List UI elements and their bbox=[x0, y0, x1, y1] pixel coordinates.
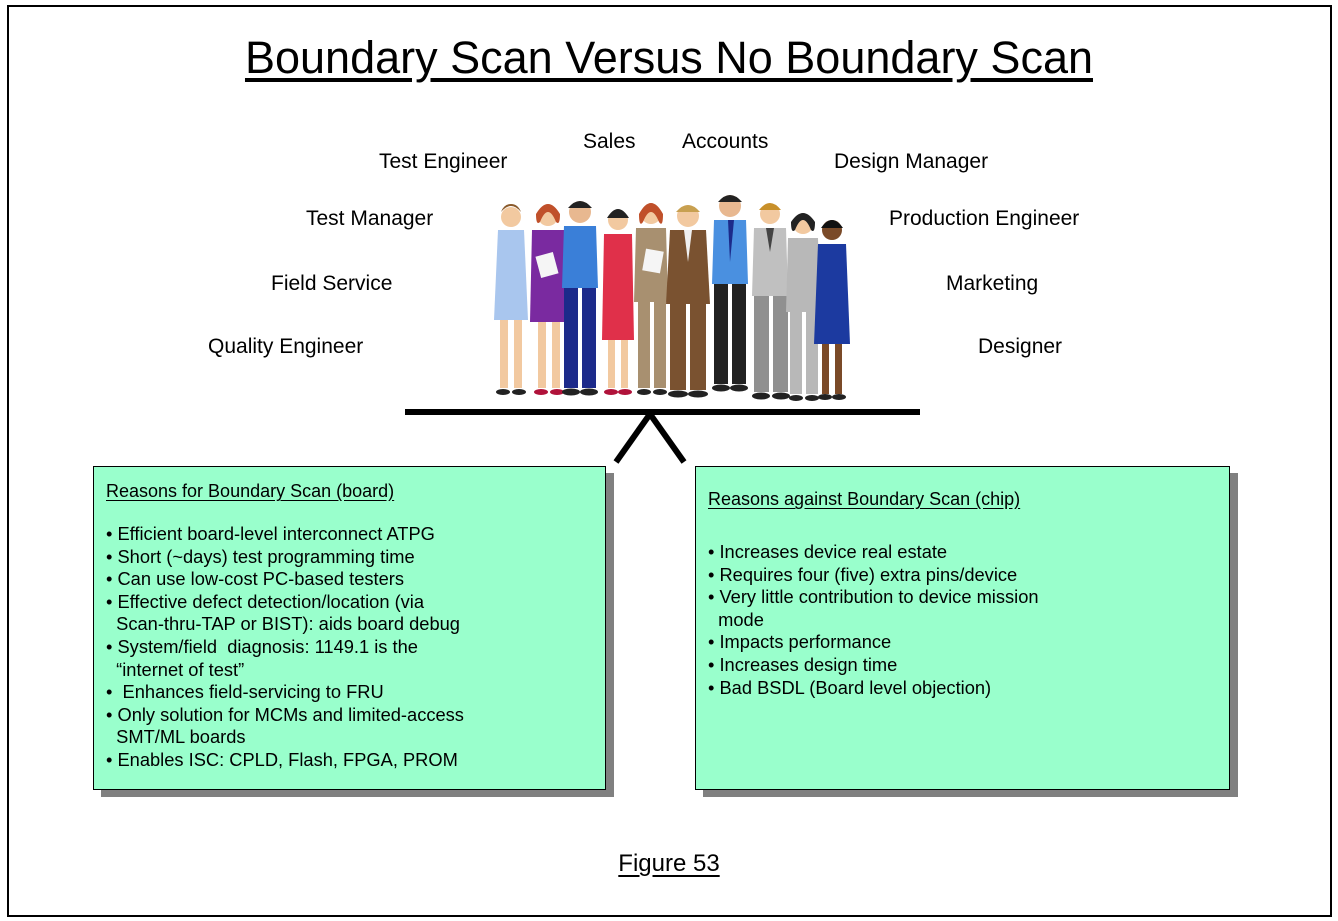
person-figure bbox=[814, 220, 850, 400]
list-item: • Efficient board-level interconnect ATP… bbox=[106, 523, 435, 544]
balance-fulcrum bbox=[613, 412, 687, 464]
list-item: • Requires four (five) extra pins/device bbox=[708, 563, 1018, 585]
person-figure bbox=[530, 204, 568, 395]
list-item: • Only solution for MCMs and limited-acc… bbox=[106, 703, 464, 725]
list-item: • Increases design time bbox=[708, 653, 898, 675]
list-item: • Very little contribution to device mis… bbox=[708, 586, 1039, 608]
balance-beam bbox=[405, 409, 920, 415]
list-item: mode bbox=[708, 608, 764, 630]
role-sales: Sales bbox=[583, 130, 636, 153]
slide-title: Boundary Scan Versus No Boundary Scan bbox=[244, 32, 1093, 83]
role-designer: Designer bbox=[978, 335, 1063, 358]
list-item: SMT/ML boards bbox=[106, 726, 246, 748]
list-item: • Increases device real estate bbox=[708, 541, 948, 562]
list-item: • Enhances field-servicing to FRU bbox=[106, 681, 384, 703]
person-figure bbox=[752, 203, 790, 400]
list-item: • Bad BSDL (Board level objection) bbox=[708, 676, 992, 698]
reasons-against-box: Reasons against Boundary Scan (chip) • I… bbox=[695, 466, 1230, 790]
role-marketing: Marketing bbox=[946, 272, 1039, 295]
list-item: “internet of test” bbox=[106, 658, 245, 680]
role-test-engineer: Test Engineer bbox=[379, 150, 508, 173]
person-figure bbox=[602, 209, 634, 395]
role-test-manager: Test Manager bbox=[306, 207, 434, 230]
person-figure bbox=[634, 203, 668, 395]
list-item: Scan-thru-TAP or BIST): aids board debug bbox=[106, 613, 460, 635]
person-figure bbox=[712, 195, 748, 392]
role-production-engineer: Production Engineer bbox=[889, 207, 1080, 230]
person-figure bbox=[562, 201, 598, 396]
reasons-against-heading: Reasons against Boundary Scan (chip) bbox=[708, 489, 1021, 509]
figure-caption: Figure 53 bbox=[618, 850, 720, 877]
person-figure bbox=[786, 213, 820, 401]
slide-frame bbox=[7, 5, 1332, 917]
person-figure bbox=[666, 205, 710, 398]
list-item: • Effective defect detection/location (v… bbox=[106, 590, 425, 612]
reasons-for-list: • Efficient board-level interconnect ATP… bbox=[106, 523, 464, 772]
people-group-illustration bbox=[494, 195, 850, 401]
role-accounts: Accounts bbox=[682, 130, 769, 153]
reasons-against-list: • Increases device real estate • Require… bbox=[708, 541, 1039, 699]
role-quality-engineer: Quality Engineer bbox=[208, 335, 364, 358]
list-item: • Short (~days) test programming time bbox=[106, 545, 415, 567]
list-item: • System/field diagnosis: 1149.1 is the bbox=[106, 635, 418, 657]
list-item: • Enables ISC: CPLD, Flash, FPGA, PROM bbox=[106, 748, 458, 770]
role-design-manager: Design Manager bbox=[834, 150, 989, 173]
list-item: • Can use low-cost PC-based testers bbox=[106, 568, 405, 590]
reasons-for-box: Reasons for Boundary Scan (board) • Effi… bbox=[93, 466, 606, 790]
list-item: • Impacts performance bbox=[708, 631, 892, 653]
person-figure bbox=[494, 204, 528, 395]
role-field-service: Field Service bbox=[271, 272, 393, 295]
reasons-for-heading: Reasons for Boundary Scan (board) bbox=[106, 481, 395, 501]
